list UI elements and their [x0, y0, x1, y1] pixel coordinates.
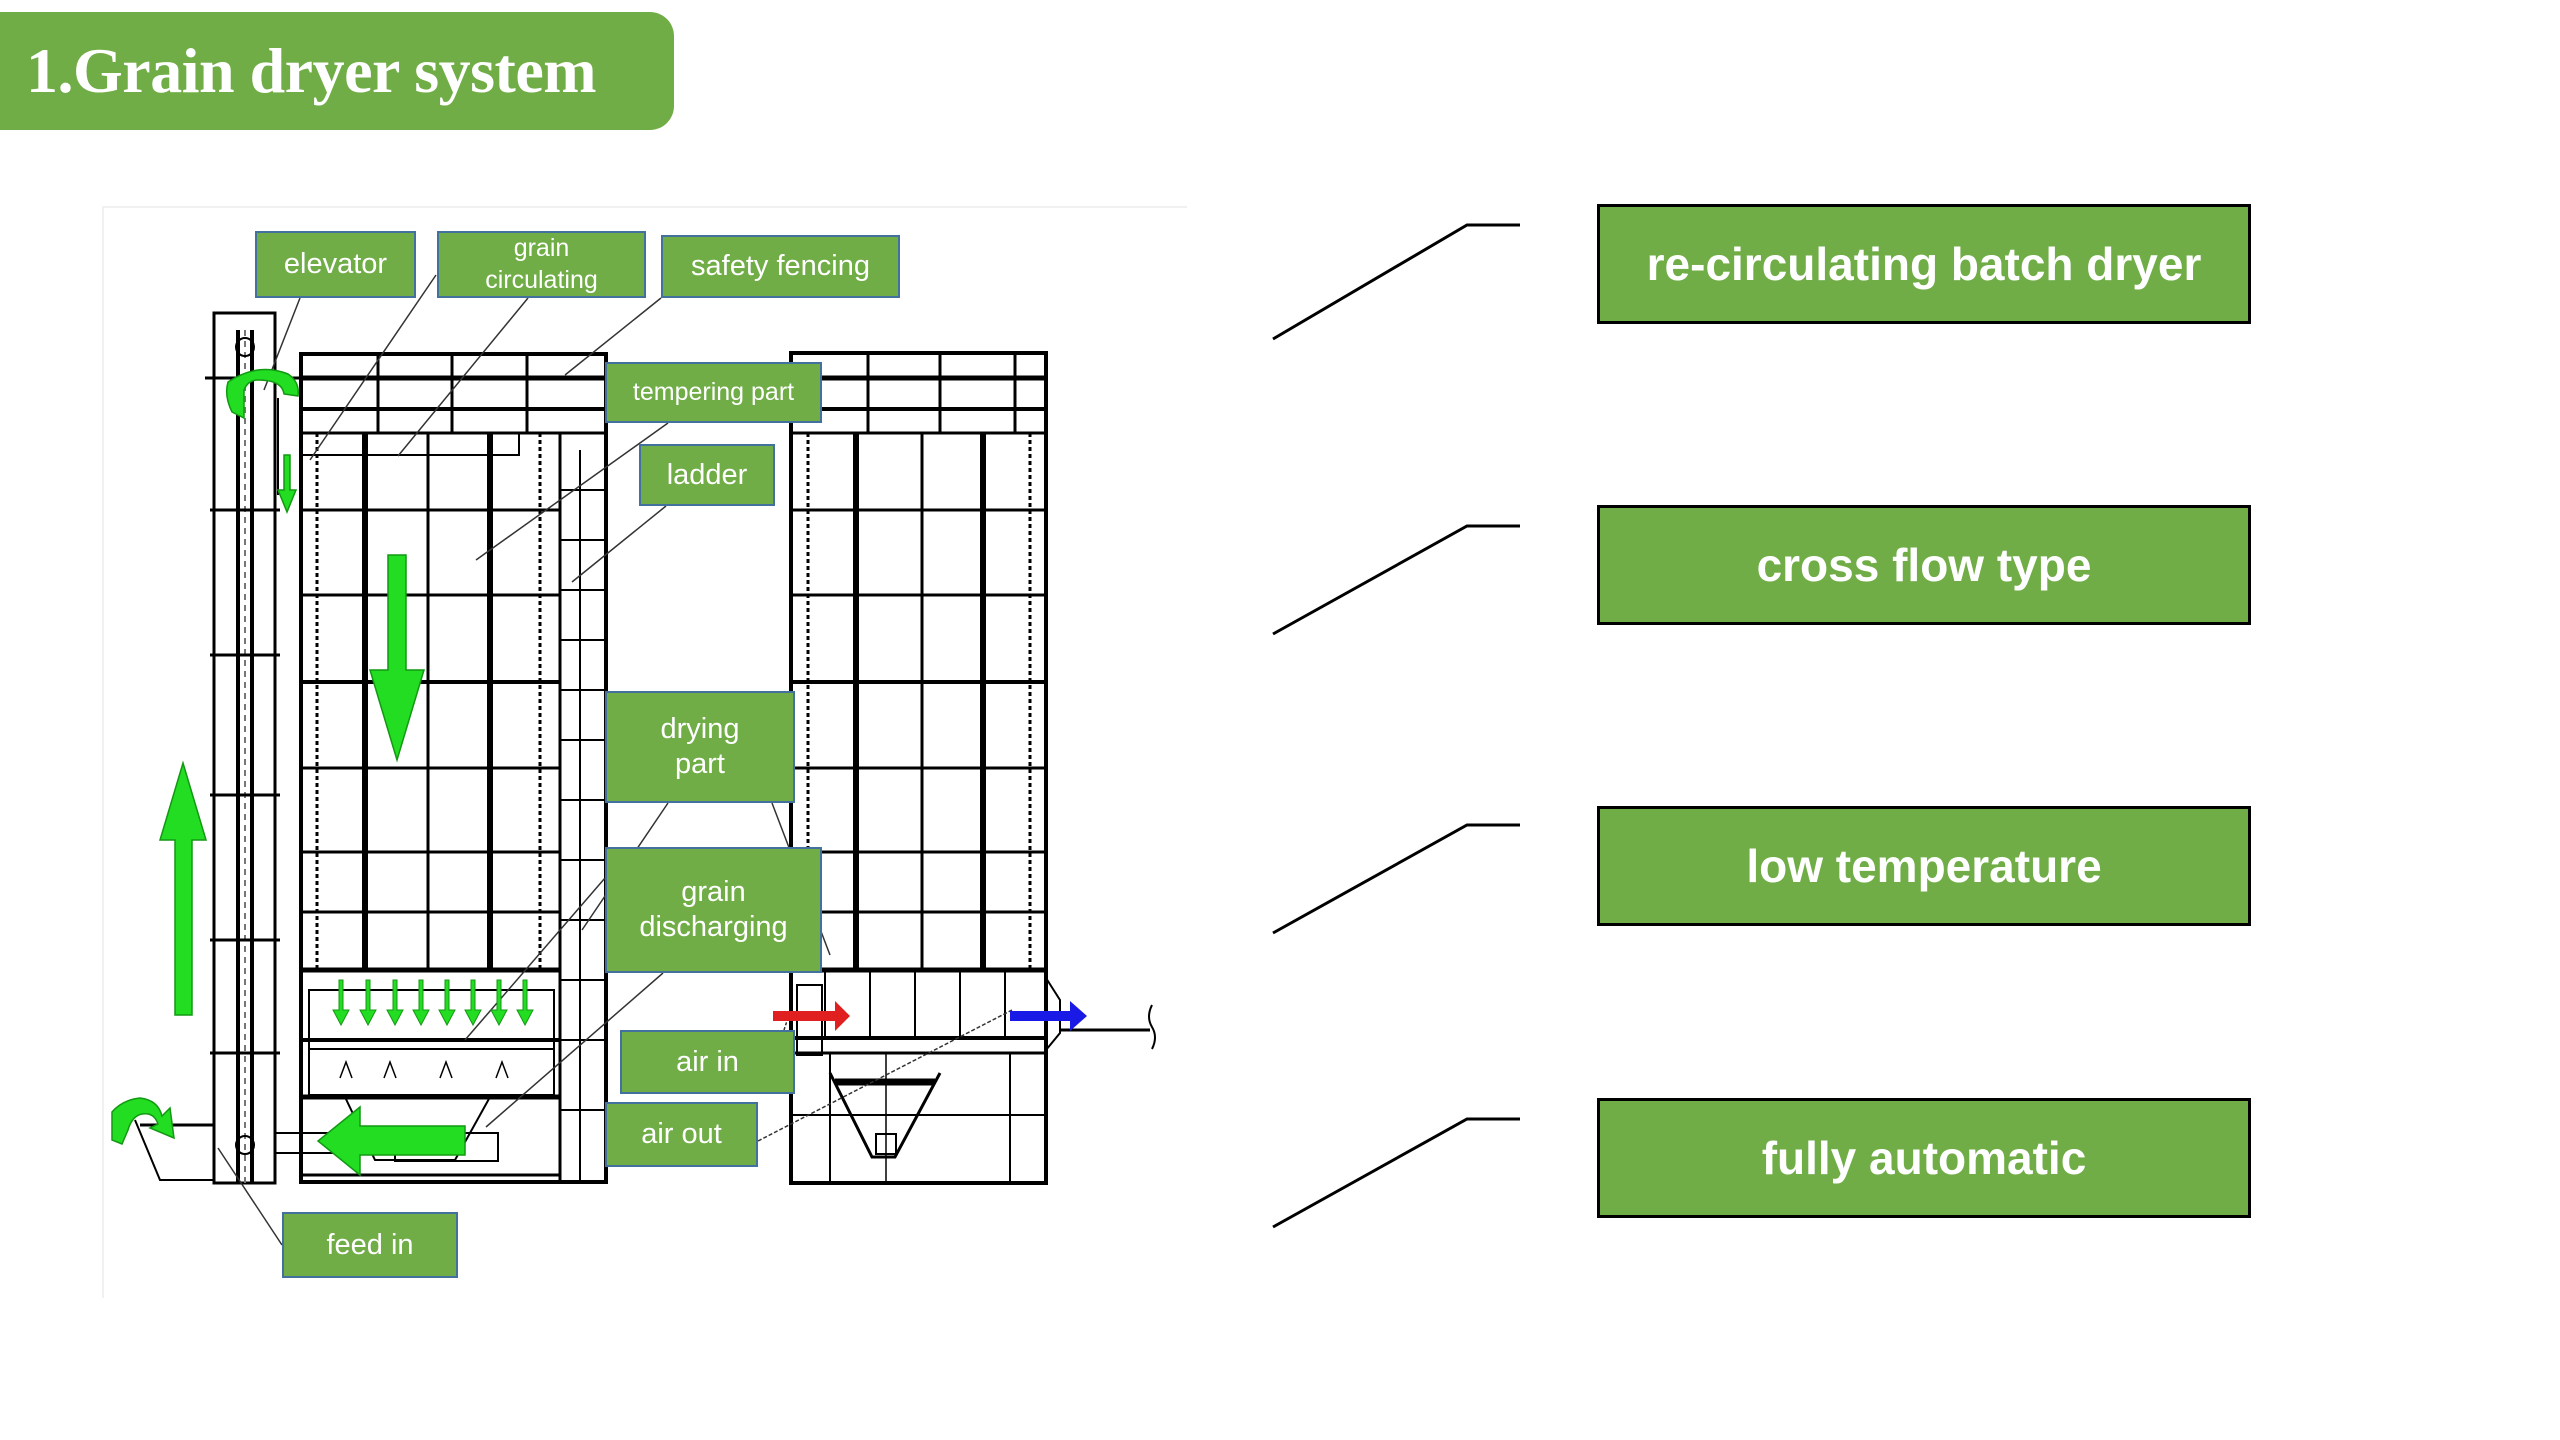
label-ladder-text: ladder: [666, 458, 748, 491]
grain-up-arrow-icon: [158, 760, 208, 1016]
label-elevator-text: elevator: [283, 248, 388, 281]
label-drying-part-text: drying part: [660, 713, 740, 780]
label-elevator: elevator: [255, 231, 416, 298]
feature-label: re-circulating batch dryer: [1646, 238, 2202, 290]
discharge-left-arrow-icon: [316, 1105, 466, 1177]
feature-re-circulating-batch-dryer: re-circulating batch dryer: [1597, 204, 2251, 324]
label-safety-fencing-text: safety fencing: [691, 250, 870, 283]
label-grain-discharging-text: grain discharging: [639, 876, 788, 943]
grain-down-arrow-icon: [368, 554, 426, 763]
slide-title: 1.Grain dryer system: [26, 35, 597, 106]
label-air-out: air out: [605, 1102, 758, 1167]
feed-in-curved-arrow-icon: [111, 1097, 175, 1145]
left-dryer-body: [274, 352, 608, 1184]
label-safety-fencing: safety fencing: [661, 235, 900, 298]
right-dryer-body: [789, 351, 1156, 1185]
elevator-drop-arrow-icon: [276, 454, 298, 514]
label-air-in-text: air in: [676, 1045, 739, 1078]
elevator-column: [134, 311, 330, 1185]
tempering-chevrons: [339, 1059, 509, 1079]
discharge-arrows-icon: [332, 979, 534, 1027]
feature-fully-automatic: fully automatic: [1597, 1098, 2251, 1218]
feature-low-temperature: low temperature: [1597, 806, 2251, 926]
feature-cross-flow-type: cross flow type: [1597, 505, 2251, 625]
grain-flow-arrows: [111, 368, 466, 1177]
label-feed-in-text: feed in: [326, 1228, 414, 1261]
label-grain-circulating-text: grain circulating: [485, 234, 598, 294]
feature-label: fully automatic: [1761, 1132, 2087, 1184]
air-in-arrow-icon: [773, 1001, 850, 1031]
label-tempering-part-text: tempering part: [632, 377, 795, 406]
elevator-top-curved-arrow-icon: [225, 368, 300, 420]
feature-label: low temperature: [1746, 840, 2102, 892]
label-ladder: ladder: [639, 444, 775, 506]
label-tempering-part: tempering part: [605, 362, 822, 423]
label-grain-circulating: grain circulating: [437, 231, 646, 298]
slide-title-banner: 1.Grain dryer system: [0, 12, 674, 130]
label-air-in: air in: [620, 1030, 795, 1094]
feature-label: cross flow type: [1756, 539, 2092, 591]
label-grain-discharging: grain discharging: [605, 847, 822, 973]
label-air-out-text: air out: [641, 1118, 722, 1151]
label-feed-in: feed in: [282, 1212, 458, 1278]
air-out-arrow-icon: [1010, 1001, 1087, 1031]
label-drying-part: drying part: [605, 691, 795, 803]
